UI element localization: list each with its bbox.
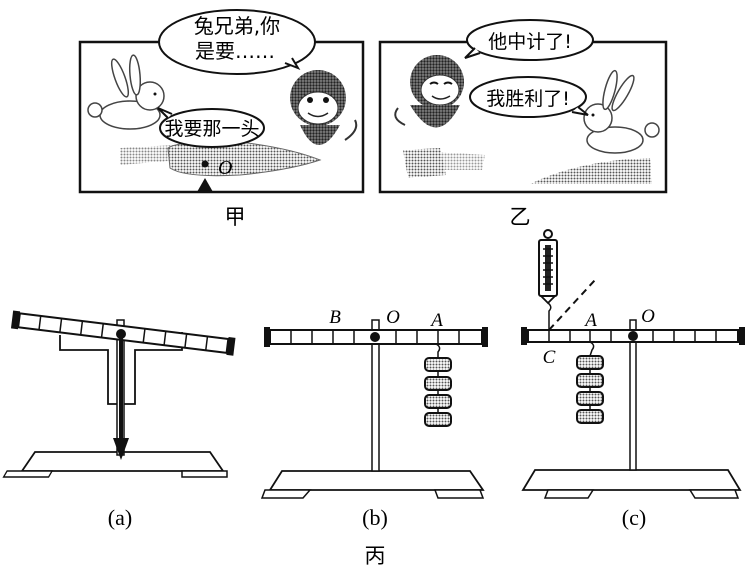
- figure-label-yi: 乙: [510, 205, 531, 229]
- stand-rod: [371, 319, 380, 472]
- pivot-label-o: O: [218, 157, 232, 179]
- point-label-o: O: [641, 306, 655, 327]
- fulcrum-triangle: [197, 178, 213, 192]
- cartoon-panel-jia: O 兔兄弟,你 是要……: [78, 9, 365, 229]
- weight: [424, 376, 452, 391]
- monkey-icon: [394, 55, 464, 128]
- weight: [424, 357, 452, 372]
- carrot-bottom-icon: [530, 158, 652, 184]
- speech-text-line-1: 兔兄弟,你: [194, 14, 280, 38]
- stand-base: [521, 469, 742, 491]
- balance-nut-left: [264, 327, 270, 347]
- point-label-a: A: [583, 310, 597, 331]
- point-label-o: O: [386, 307, 400, 328]
- balance-nut-right: [226, 337, 236, 356]
- stand-base: [20, 451, 225, 472]
- weight: [576, 373, 604, 388]
- caption-a: (a): [108, 505, 132, 530]
- speech-bubble-monkey-jia: 兔兄弟,你 是要……: [158, 9, 316, 75]
- stand-base: [268, 470, 485, 491]
- arrow-head-icon: [113, 438, 129, 460]
- stand-rod: [629, 319, 637, 471]
- rabbit-icon: [583, 69, 660, 154]
- pivot-dot: [628, 331, 638, 341]
- lever-setup-a: (a): [2, 310, 236, 530]
- point-label-a: A: [429, 310, 443, 331]
- weight: [576, 355, 604, 370]
- carrot-top-icon: [403, 148, 485, 178]
- figure-label-bing: 丙: [365, 544, 386, 568]
- lever-setup-b: B O A (b): [260, 307, 488, 530]
- hanging-weights: [424, 343, 452, 427]
- speech-bubble-monkey-yi: 他中计了!: [464, 19, 594, 61]
- speech-text: 他中计了!: [488, 31, 572, 53]
- lever-setup-c: C A O (c): [521, 229, 745, 530]
- caption-c: (c): [622, 505, 646, 530]
- monkey-icon: [290, 70, 358, 145]
- balance-nut-left: [521, 327, 527, 345]
- weight: [424, 412, 452, 427]
- speech-bubble-rabbit-yi: 我胜利了!: [469, 76, 589, 118]
- balance-nut-right: [482, 327, 488, 347]
- weight: [576, 391, 604, 406]
- cartoon-panel-yi: 他中计了! 我胜利了! 乙: [378, 19, 668, 229]
- pivot-dot: [370, 332, 380, 342]
- hanging-weights: [576, 341, 604, 424]
- balance-nut-right: [739, 327, 745, 345]
- speech-text: 我胜利了!: [486, 88, 570, 110]
- spring-scale-icon: [538, 229, 558, 330]
- speech-text-line-2: 是要……: [195, 39, 275, 63]
- speech-bubble-rabbit-jia: 我要那一头: [157, 107, 265, 148]
- speech-text: 我要那一头: [164, 118, 259, 140]
- caption-b: (b): [362, 505, 388, 530]
- pivot-dot: [201, 160, 209, 168]
- weight: [424, 394, 452, 409]
- figure-label-jia: 甲: [225, 205, 246, 229]
- rabbit-icon: [87, 54, 165, 130]
- point-label-b: B: [329, 307, 341, 328]
- balance-nut-left: [10, 310, 21, 330]
- weight: [576, 409, 604, 424]
- point-label-c: C: [543, 347, 556, 368]
